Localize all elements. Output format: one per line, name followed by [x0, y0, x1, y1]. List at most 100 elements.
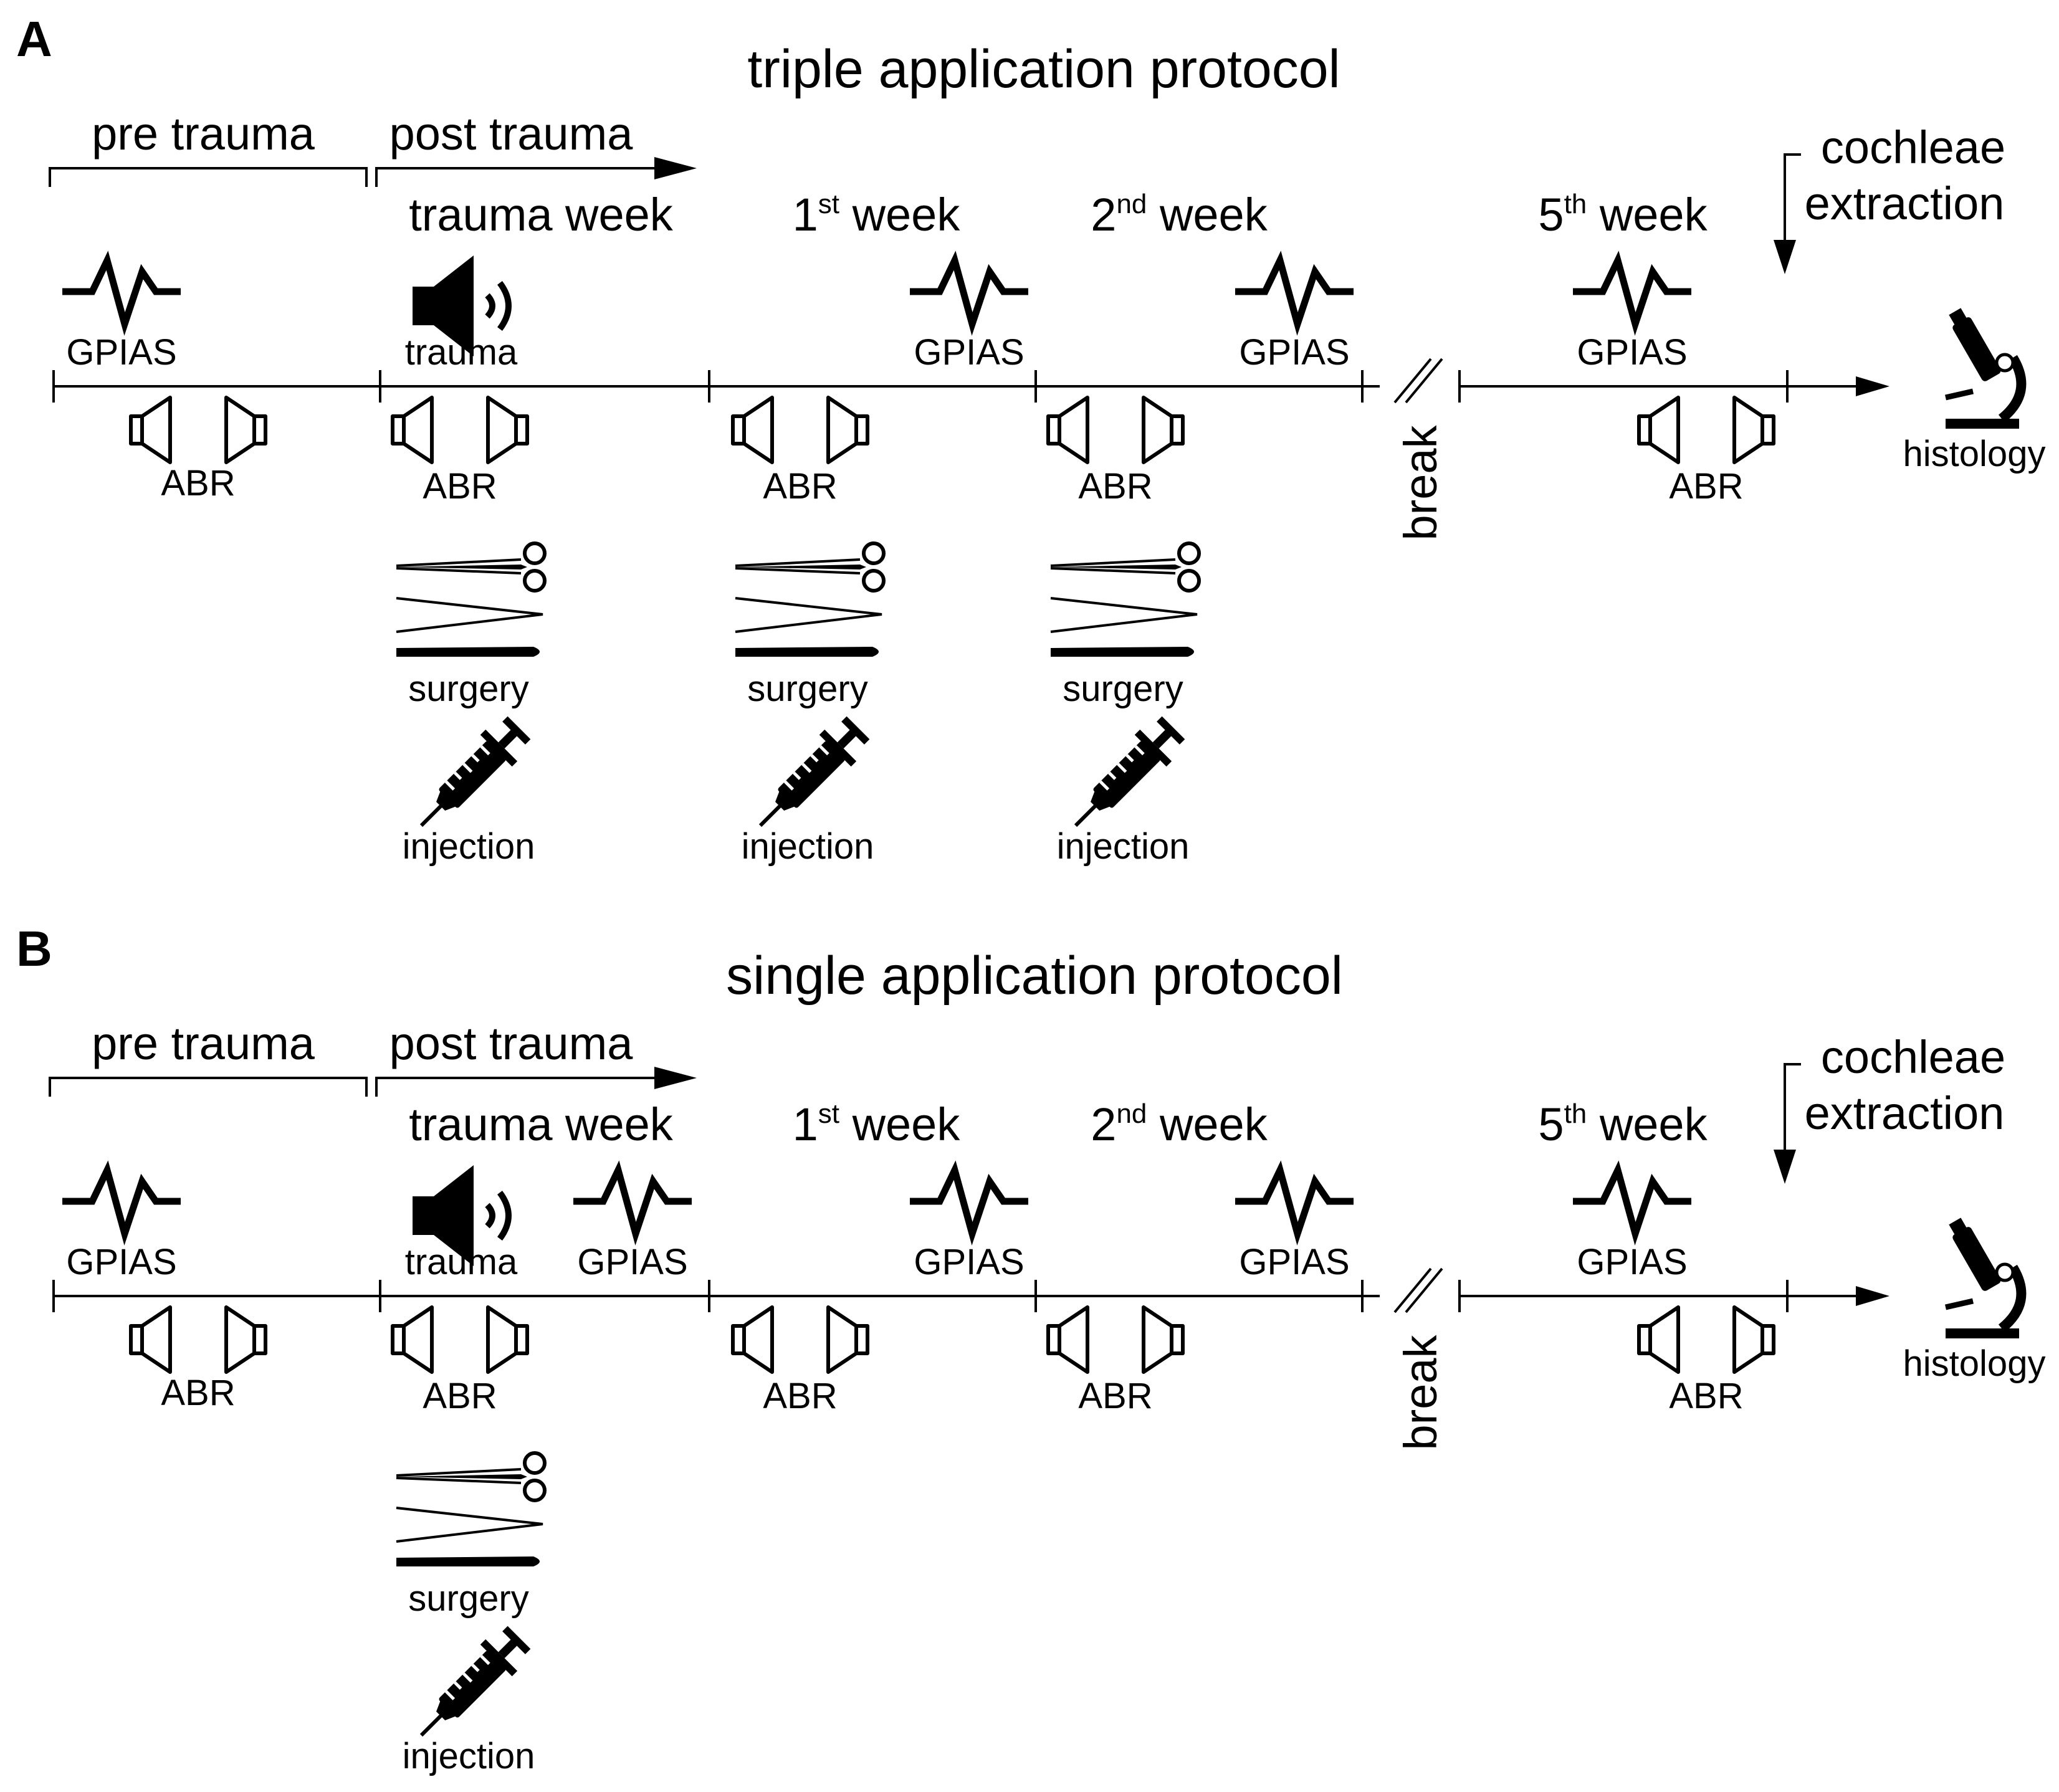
post-trauma-arrow: [375, 1077, 661, 1097]
abr-speaker-icon: [393, 1307, 527, 1372]
abr-speaker-icon: [131, 1307, 265, 1372]
gpias-label: GPIAS: [914, 1242, 1024, 1282]
microscope-icon: [1946, 1216, 2021, 1338]
abr-speaker-icon: [733, 398, 867, 462]
gpias-wave-icon: [1235, 1170, 1354, 1234]
abr-label: ABR: [1078, 1376, 1152, 1416]
gpias-wave-icon: [62, 260, 181, 324]
gpias-wave-icon: [573, 1170, 692, 1234]
panel-label: A: [16, 11, 52, 67]
pre-trauma-label: pre trauma: [92, 1018, 315, 1069]
cochleae-label: cochleae: [1821, 1031, 2005, 1083]
week-label-1: 1st week: [793, 1099, 961, 1150]
post-trauma-arrowhead: [654, 1067, 697, 1089]
surgery-instruments-icon: [735, 543, 884, 657]
abr-label: ABR: [763, 1376, 837, 1416]
cochleae-arrow: [1784, 1063, 1801, 1159]
week-label-2: 2nd week: [1091, 189, 1268, 241]
cochleae-arrowhead: [1774, 240, 1796, 274]
injection-label: injection: [1057, 826, 1190, 867]
week-label-1: 1st week: [793, 189, 961, 241]
pre-trauma-bracket: [49, 1077, 368, 1097]
cochleae-label: cochleae: [1821, 122, 2005, 173]
gpias-wave-icon: [1573, 260, 1691, 324]
abr-label: ABR: [161, 463, 235, 503]
gpias-wave-icon: [62, 1170, 181, 1234]
break-mark: [1393, 358, 1432, 404]
abr-label: ABR: [1669, 1376, 1743, 1416]
gpias-label: GPIAS: [1577, 1242, 1687, 1282]
cochleae-arrow: [1784, 153, 1801, 249]
gpias-label: GPIAS: [66, 1242, 176, 1282]
break-mark: [1405, 358, 1443, 404]
surgery-instruments-icon: [1051, 543, 1199, 657]
panel-title: single application protocol: [726, 946, 1343, 1006]
gpias-wave-icon: [910, 260, 1028, 324]
surgery-label: surgery: [747, 669, 867, 709]
abr-label: ABR: [161, 1373, 235, 1413]
surgery-instruments-icon: [396, 543, 545, 657]
abr-speaker-icon: [1639, 1307, 1774, 1372]
syringe-icon: [406, 712, 535, 842]
post-trauma-label: post trauma: [389, 108, 634, 160]
abr-speaker-icon: [1048, 398, 1183, 462]
syringe-icon: [745, 712, 874, 842]
abr-speaker-icon: [1048, 1307, 1183, 1372]
surgery-label: surgery: [408, 669, 528, 709]
abr-speaker-icon: [1639, 398, 1774, 462]
pre-trauma-label: pre trauma: [92, 108, 315, 160]
abr-speaker-icon: [733, 1307, 867, 1372]
week-label-3: 5th week: [1538, 1099, 1708, 1150]
syringe-icon: [1060, 712, 1190, 842]
extraction-label: extraction: [1805, 1087, 2005, 1139]
gpias-label: GPIAS: [1239, 1242, 1349, 1282]
gpias-wave-icon: [910, 1170, 1028, 1234]
panel-label: B: [16, 921, 52, 976]
abr-label: ABR: [1669, 466, 1743, 507]
timeline-arrowhead: [1856, 376, 1889, 396]
week-label-3: 5th week: [1538, 189, 1708, 241]
injection-label: injection: [742, 826, 874, 867]
panel-title: triple application protocol: [747, 39, 1340, 99]
post-trauma-label: post trauma: [389, 1018, 634, 1069]
gpias-wave-icon: [1573, 1170, 1691, 1234]
injection-label: injection: [403, 826, 535, 867]
break-label: break: [1395, 424, 1446, 540]
break-mark: [1393, 1267, 1432, 1313]
week-label-0: trauma week: [409, 1099, 674, 1150]
abr-speaker-icon: [393, 398, 527, 462]
post-trauma-arrow: [375, 167, 661, 187]
injection-label: injection: [403, 1736, 535, 1776]
syringe-icon: [406, 1622, 535, 1751]
gpias-wave-icon: [1235, 260, 1354, 324]
timeline-arrowhead: [1856, 1286, 1889, 1306]
week-label-0: trauma week: [409, 189, 674, 241]
pre-trauma-bracket: [49, 167, 368, 187]
trauma-label: trauma: [405, 332, 518, 373]
gpias-label: GPIAS: [914, 332, 1024, 373]
gpias-label: GPIAS: [66, 332, 176, 373]
abr-label: ABR: [763, 466, 837, 507]
break-mark: [1405, 1267, 1443, 1313]
cochleae-arrowhead: [1774, 1150, 1796, 1184]
histology-label: histology: [1903, 1343, 2046, 1384]
extraction-label: extraction: [1805, 178, 2005, 229]
abr-label: ABR: [423, 466, 497, 507]
week-label-2: 2nd week: [1091, 1099, 1268, 1150]
gpias-label: GPIAS: [1577, 332, 1687, 373]
surgery-instruments-icon: [396, 1453, 545, 1566]
abr-label: ABR: [423, 1376, 497, 1416]
abr-label: ABR: [1078, 466, 1152, 507]
surgery-label: surgery: [1063, 669, 1183, 709]
trauma-label: trauma: [405, 1242, 518, 1282]
abr-speaker-icon: [131, 398, 265, 462]
gpias-label: GPIAS: [1239, 332, 1349, 373]
post-trauma-arrowhead: [654, 157, 697, 179]
microscope-icon: [1946, 306, 2021, 429]
surgery-label: surgery: [408, 1578, 528, 1619]
gpias-label: GPIAS: [577, 1242, 687, 1282]
break-label: break: [1395, 1334, 1446, 1450]
